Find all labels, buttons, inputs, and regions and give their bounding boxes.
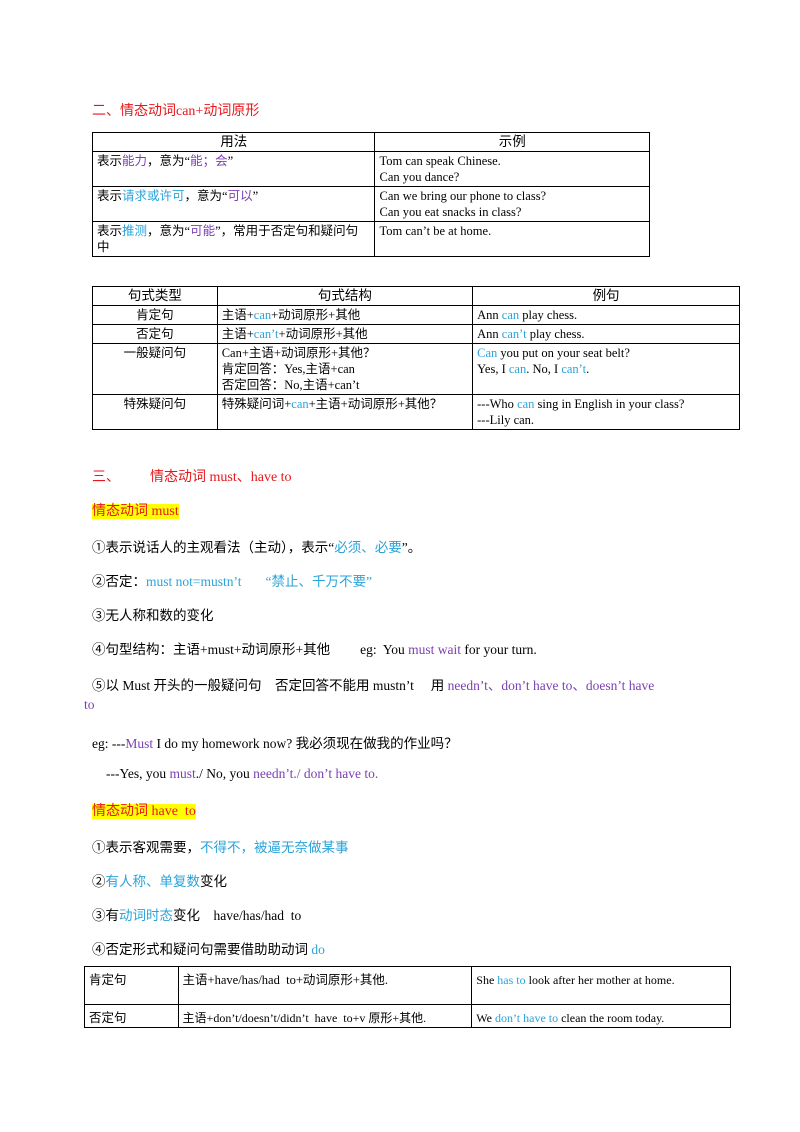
have-to-table: 肯定句 主语+have/has/had to+动词原形+其他. She has … xyxy=(84,966,731,1028)
must-example-question: eg: ---Must I do my homework now? 我必须现在做… xyxy=(92,736,458,751)
example-cell: Tom can’t be at home. xyxy=(374,221,650,257)
haveto-point-4: ④否定形式和疑问句需要借助助动词 do xyxy=(92,942,325,957)
haveto-point-2: ②有人称、单复数变化 xyxy=(92,874,227,889)
structure-cell: 主语+don’t/doesn’t/didn’t have to+v 原形+其他. xyxy=(177,1004,473,1028)
must-point-1: ①表示说话人的主观看法（主动），表示“必须、必要”。 xyxy=(92,540,422,555)
header-structure: 句式结构 xyxy=(216,286,474,306)
type-cell: 否定句 xyxy=(92,324,218,344)
header-type: 句式类型 xyxy=(92,286,218,306)
table-row: 肯定句 主语+can+动词原形+其他 Ann can play chess. xyxy=(92,305,740,325)
example-cell: She has to look after her mother at home… xyxy=(471,966,731,1005)
usage-table: 用法 示例 表示能力，意为“能；会” Tom can speak Chinese… xyxy=(91,132,650,257)
type-cell: 特殊疑问句 xyxy=(92,394,218,430)
type-cell: 肯定句 xyxy=(92,305,218,325)
type-cell: 一般疑问句 xyxy=(92,343,218,395)
haveto-point-3: ③有动词时态变化 have/has/had to xyxy=(92,908,302,923)
usage-cell: 表示能力，意为“能；会” xyxy=(91,151,376,187)
must-point-3: ③无人称和数的变化 xyxy=(92,608,214,623)
section-3-title: 三、情态动词 must、have to xyxy=(92,470,292,485)
type-cell: 肯定句 xyxy=(84,966,179,1005)
header-example: 示例 xyxy=(374,132,650,152)
must-example-answer: ---Yes, you must./ No, you needn’t./ don… xyxy=(106,766,379,781)
example-cell: Can we bring our phone to class?Can you … xyxy=(374,186,650,222)
haveto-subtitle: 情态动词 have to xyxy=(92,804,196,819)
table-header-row: 用法 示例 xyxy=(91,132,650,152)
usage-cell: 表示推测，意为“可能”，常用于否定句和疑问句中 xyxy=(91,221,376,257)
must-point-5: ⑤以 Must 开头的一般疑问句 否定回答不能用 mustn’t 用 needn… xyxy=(92,678,655,693)
structure-cell: 主语+can+动词原形+其他 xyxy=(216,305,474,325)
header-example: 例句 xyxy=(472,286,740,306)
example-cell: Can you put on your seat belt?Yes, I can… xyxy=(472,343,740,395)
must-point-2: ②否定：must not=mustn’t“禁止、千万不要” xyxy=(92,574,372,589)
structure-cell: 主语+have/has/had to+动词原形+其他. xyxy=(177,966,473,1005)
sentence-pattern-table: 句式类型 句式结构 例句 肯定句 主语+can+动词原形+其他 Ann can … xyxy=(92,286,740,430)
haveto-point-1: ①表示客观需要，不得不，被逼无奈做某事 xyxy=(92,840,349,855)
table-row: 表示推测，意为“可能”，常用于否定句和疑问句中 Tom can’t be at … xyxy=(91,221,650,257)
structure-cell: 特殊疑问词+can+主语+动词原形+其他？ xyxy=(216,394,474,430)
must-subtitle: 情态动词 must xyxy=(92,504,179,519)
example-cell: ---Who can sing in English in your class… xyxy=(472,394,740,430)
section-2-title: 二、情态动词can+动词原形 xyxy=(92,104,260,119)
must-point-5-cont: to xyxy=(84,697,95,712)
table-row: 否定句 主语+don’t/doesn’t/didn’t have to+v 原形… xyxy=(84,1004,731,1028)
table-row: 特殊疑问句 特殊疑问词+can+主语+动词原形+其他？ ---Who can s… xyxy=(92,394,740,430)
table-header-row: 句式类型 句式结构 例句 xyxy=(92,286,740,306)
example-cell: We don’t have to clean the room today. xyxy=(471,1004,731,1028)
type-cell: 否定句 xyxy=(84,1004,179,1028)
example-cell: Ann can play chess. xyxy=(472,305,740,325)
structure-cell: 主语+can’t+动词原形+其他 xyxy=(216,324,474,344)
table-row: 否定句 主语+can’t+动词原形+其他 Ann can’t play ches… xyxy=(92,324,740,344)
table-row: 表示能力，意为“能；会” Tom can speak Chinese.Can y… xyxy=(91,151,650,187)
usage-cell: 表示请求或许可，意为“可以” xyxy=(91,186,376,222)
header-usage: 用法 xyxy=(91,132,376,152)
example-cell: Ann can’t play chess. xyxy=(472,324,740,344)
example-cell: Tom can speak Chinese.Can you dance? xyxy=(374,151,650,187)
table-row: 表示请求或许可，意为“可以” Can we bring our phone to… xyxy=(91,186,650,222)
table-row: 肯定句 主语+have/has/had to+动词原形+其他. She has … xyxy=(84,966,731,1005)
